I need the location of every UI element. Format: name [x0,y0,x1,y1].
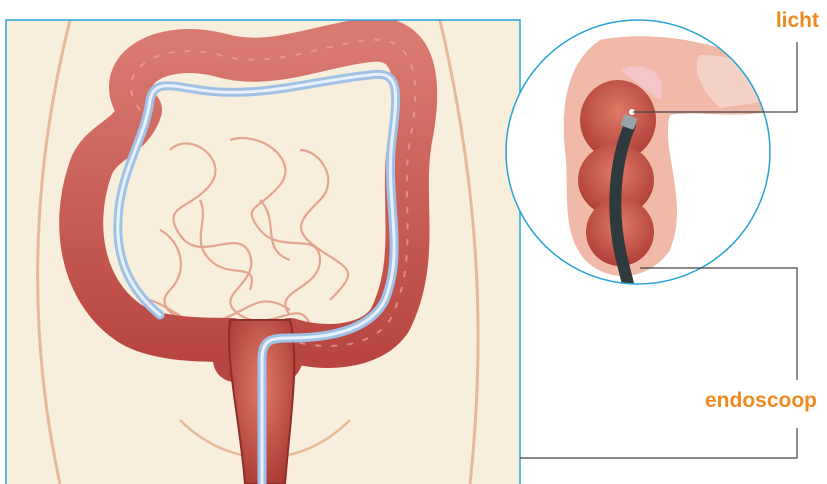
label-endoscope: endoscoop [705,389,817,413]
magnified-view [506,20,780,300]
leader-line-endoscope-upper [640,268,797,380]
abdomen-panel [6,20,520,484]
label-light: licht [776,9,819,33]
leader-line-endoscope-lower [520,428,797,458]
